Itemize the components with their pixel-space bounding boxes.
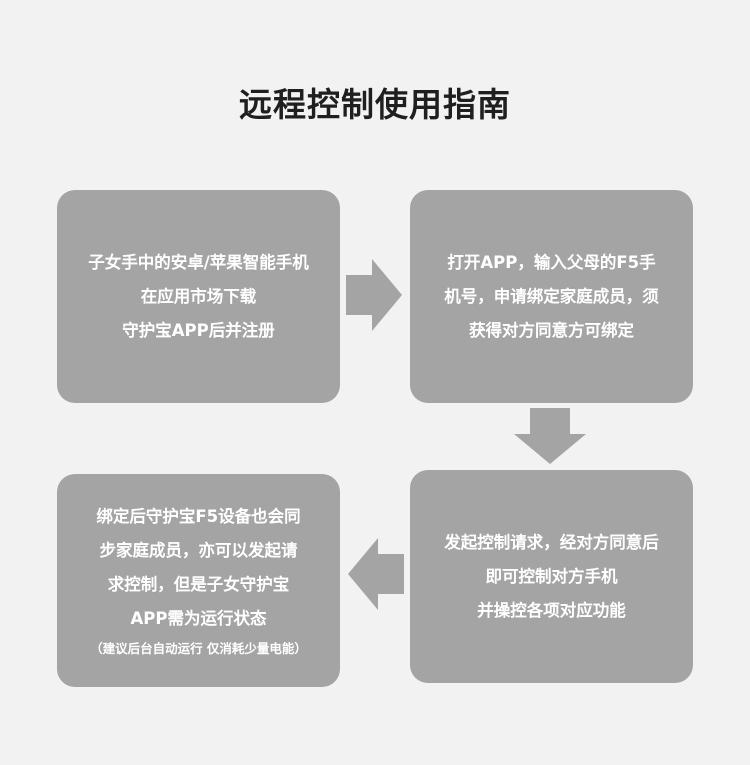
step-2-line-1: 打开APP，输入父母的F5手 [447, 252, 656, 272]
step-1-line-2: 在应用市场下载 [140, 286, 257, 306]
arrow-right-icon [346, 259, 402, 331]
arrow-left-icon [348, 538, 404, 610]
step-4-line-1: 绑定后守护宝F5设备也会同 [96, 506, 301, 526]
step-box-4: 绑定后守护宝F5设备也会同 步家庭成员，亦可以发起请 求控制，但是子女守护宝 A… [57, 474, 340, 687]
step-3-line-3: 并操控各项对应功能 [477, 600, 626, 620]
step-box-2: 打开APP，输入父母的F5手 机号，申请绑定家庭成员，须 获得对方同意方可绑定 [410, 190, 693, 403]
step-2-line-3: 获得对方同意方可绑定 [469, 320, 634, 340]
step-1-line-1: 子女手中的安卓/苹果智能手机 [88, 252, 309, 272]
step-4-line-3: 求控制，但是子女守护宝 [107, 574, 290, 594]
step-4-line-4: APP需为运行状态 [130, 608, 267, 628]
step-3-line-1: 发起控制请求，经对方同意后 [444, 532, 659, 552]
step-box-1: 子女手中的安卓/苹果智能手机 在应用市场下载 守护宝APP后并注册 [57, 190, 340, 403]
step-1-line-3: 守护宝APP后并注册 [122, 320, 275, 340]
arrow-down-icon [514, 408, 586, 464]
step-box-3: 发起控制请求，经对方同意后 即可控制对方手机 并操控各项对应功能 [410, 470, 693, 683]
page-title: 远程控制使用指南 [239, 85, 511, 124]
step-2-line-2: 机号，申请绑定家庭成员，须 [444, 286, 659, 306]
step-4-line-2: 步家庭成员，亦可以发起请 [99, 540, 298, 560]
step-3-line-2: 即可控制对方手机 [485, 566, 618, 586]
step-4-note: （建议后台自动运行 仅消耗少量电能） [90, 640, 307, 656]
